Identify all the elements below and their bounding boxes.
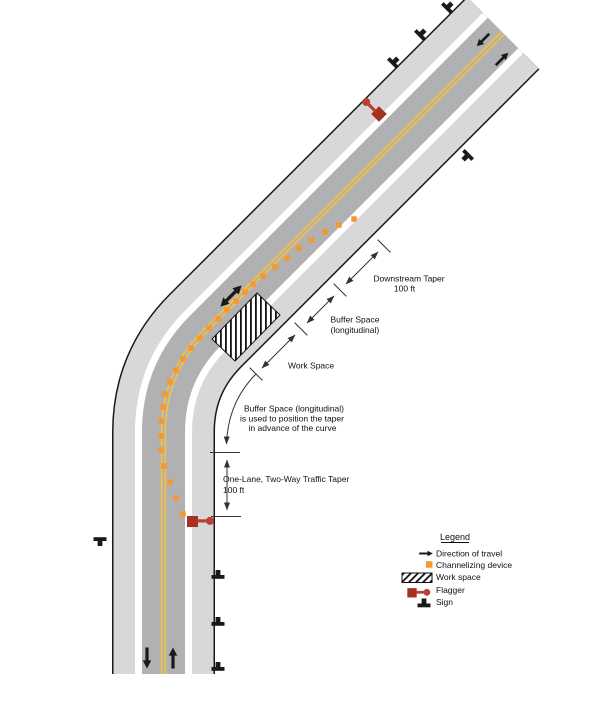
flagger-icon <box>407 588 431 598</box>
channelizing-device-icon <box>158 433 164 439</box>
channelizing-device-icon <box>224 307 230 313</box>
channelizing-device-icon <box>296 245 302 251</box>
channelizing-device-icon <box>308 237 314 243</box>
legend: Legend Direction of travel Channelizing … <box>401 532 512 608</box>
channelizing-device-icon <box>158 447 164 453</box>
channelizing-device-icon <box>188 345 194 351</box>
channelizing-device-icon <box>260 273 266 279</box>
legend-item-label: Work space <box>436 572 481 582</box>
channelizing-device-icon <box>322 229 328 235</box>
channelizing-device-icon <box>284 255 290 261</box>
channelizing-device-icon <box>180 511 186 517</box>
channelizing-device-icon <box>351 216 357 222</box>
sign-icon <box>458 149 474 165</box>
buffer-note-line2: is used to position the taper <box>240 414 344 424</box>
channelizing-device-icon <box>173 367 179 373</box>
channelizing-devices-group <box>158 216 357 517</box>
centerline-gap <box>162 32 504 674</box>
work-space-swatch <box>401 572 433 583</box>
channelizing-device-icon <box>215 316 221 322</box>
one-lane-taper-dimension: 100 ft <box>223 485 245 495</box>
legend-item-label: Channelizing device <box>436 560 512 570</box>
channelizing-device-icon <box>167 379 173 385</box>
channelizing-device-icon <box>336 222 342 228</box>
channelizing-device-icon <box>173 495 179 501</box>
legend-item-label: Direction of travel <box>436 549 502 559</box>
one-lane-taper-label: One-Lane, Two-Way Traffic Taper <box>223 474 349 484</box>
channelizing-device-icon <box>242 289 248 295</box>
buffer-note-line1: Buffer Space (longitudinal) <box>244 404 344 414</box>
channelizing-device-icon <box>426 561 433 568</box>
legend-item-label: Sign <box>436 597 453 607</box>
channelizing-device-icon <box>167 479 173 485</box>
legend-item-label: Flagger <box>436 585 465 595</box>
channelizing-device-icon <box>180 356 186 362</box>
channelizing-device-icon <box>158 418 164 424</box>
road <box>112 0 540 674</box>
buffer-space-label: Buffer Space <box>331 315 380 325</box>
work-space-area <box>211 292 281 362</box>
downstream-taper-dimension: 100 ft <box>394 284 416 294</box>
buffer-note-line3: in advance of the curve <box>249 423 337 433</box>
channelizing-device-icon <box>161 463 167 469</box>
work-space-label: Work Space <box>288 361 334 371</box>
buffer-space-label-2: (longitudinal) <box>331 325 380 335</box>
dimension-lines <box>210 239 391 517</box>
channelizing-device-icon <box>160 404 166 410</box>
sign-icon <box>417 598 431 608</box>
sign-icon <box>93 537 107 546</box>
channelizing-device-icon <box>233 298 239 304</box>
channelizing-device-icon <box>197 335 203 341</box>
downstream-taper-label: Downstream Taper <box>373 274 444 284</box>
legend-title: Legend <box>440 532 470 542</box>
channelizing-device-icon <box>250 281 256 287</box>
channelizing-device-icon <box>162 391 168 397</box>
channelizing-device-icon <box>272 264 278 270</box>
channelizing-device-icon <box>206 325 212 331</box>
direction-of-travel-arrow-icon <box>419 550 433 557</box>
